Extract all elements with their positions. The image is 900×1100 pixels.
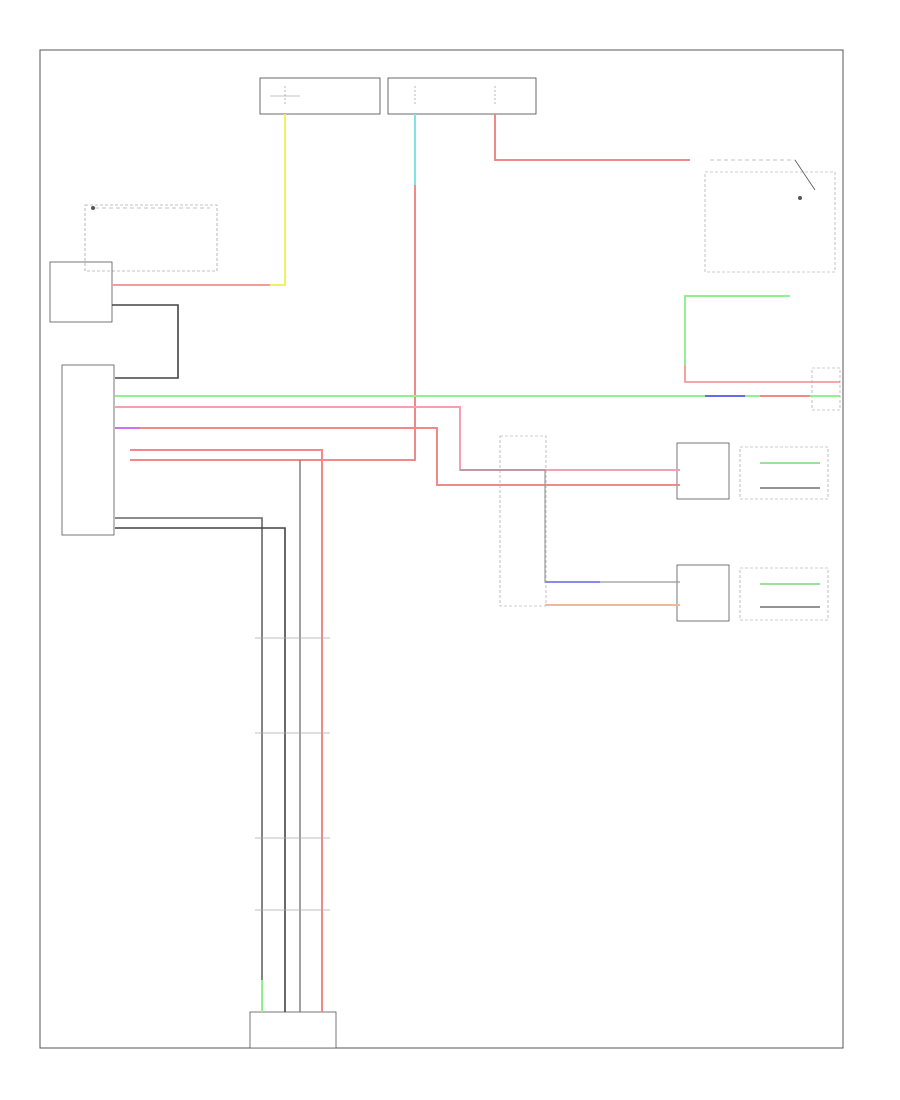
wire-gray-junction bbox=[460, 469, 680, 583]
top-right-fuse-box bbox=[387, 77, 537, 115]
left-module-connector bbox=[49, 261, 115, 536]
wire-red-main bbox=[130, 185, 416, 461]
bottom-connector bbox=[249, 1011, 337, 1049]
wire-bundle-red bbox=[130, 449, 323, 1012]
wire-bundle-gray-2 bbox=[115, 527, 286, 1012]
right-lamp-module bbox=[676, 564, 829, 622]
junction-box bbox=[499, 435, 547, 607]
bundle-ties bbox=[255, 637, 330, 911]
wire-green-right bbox=[684, 295, 790, 365]
switch-box-top-right bbox=[704, 159, 836, 273]
wire-bundle-gray-1 bbox=[115, 517, 263, 1012]
wire-red-top-right bbox=[494, 114, 690, 161]
diagram-frame bbox=[39, 49, 844, 1049]
switch-box-top-left bbox=[84, 204, 218, 272]
wire-red-lamp bbox=[115, 427, 680, 486]
wire-yellow bbox=[270, 114, 286, 286]
left-lamp-module bbox=[676, 442, 829, 500]
wire-red-right bbox=[684, 365, 840, 383]
top-left-fuse-box bbox=[259, 77, 381, 115]
wire-dark-gray bbox=[112, 304, 179, 379]
wire-pink bbox=[115, 406, 680, 471]
right-module bbox=[811, 367, 841, 411]
